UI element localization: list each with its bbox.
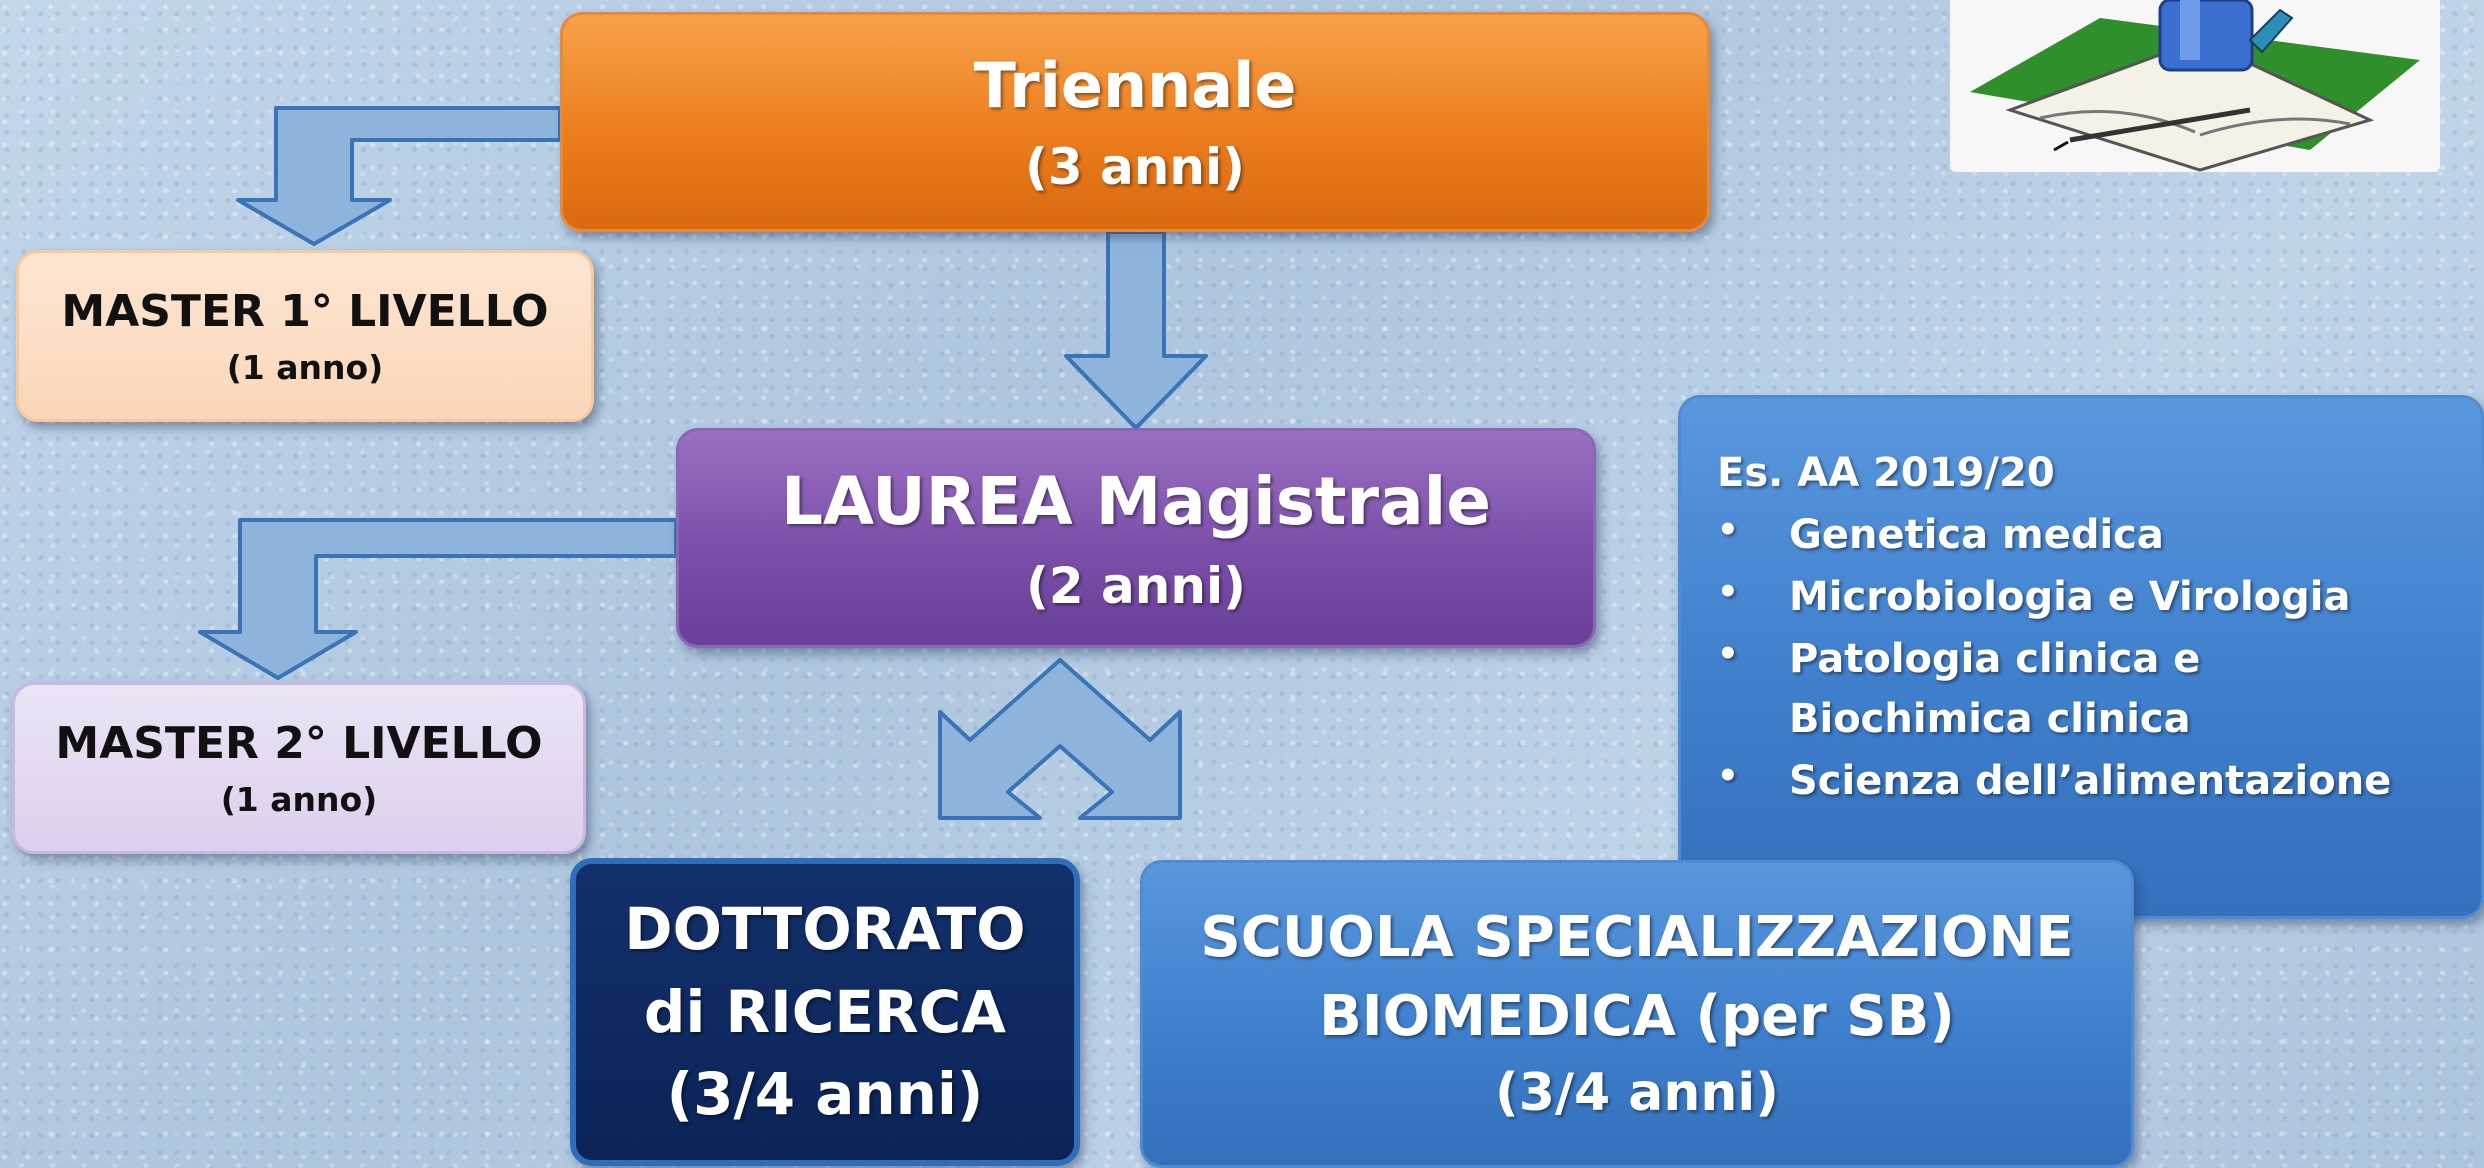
box-master-2-livello: MASTER 2° LIVELLO (1 anno) (12, 682, 586, 854)
dottorato-duration: (3/4 anni) (666, 1060, 984, 1129)
magistrale-title: LAUREA Magistrale (780, 462, 1492, 540)
bullet-icon: • (1717, 756, 1739, 796)
master2-duration: (1 anno) (220, 779, 378, 819)
list-item: • Scienza dell’alimentazione (1717, 750, 2391, 812)
list-item-label: Patologia clinica e (1789, 636, 2201, 682)
books-pen-illustration (1950, 0, 2440, 172)
box-triennale: Triennale (3 anni) (560, 12, 1710, 232)
scuola-title-line2: BIOMEDICA (per SB) (1319, 984, 1955, 1050)
box-master-1-livello: MASTER 1° LIVELLO (1 anno) (16, 250, 594, 422)
bullet-icon: • (1717, 510, 1739, 550)
list-item-label: Biochimica clinica (1789, 696, 2191, 742)
list-item-label: Scienza dell’alimentazione (1789, 758, 2392, 804)
bullet-icon: • (1717, 572, 1739, 612)
master1-duration: (1 anno) (226, 347, 384, 387)
arrow-triennale-to-master1 (236, 106, 562, 246)
dottorato-title-line1: DOTTORATO (624, 895, 1026, 964)
master1-title: MASTER 1° LIVELLO (61, 286, 549, 338)
scuola-title-line1: SCUOLA SPECIALIZZAZIONE (1200, 904, 2074, 970)
arrow-triennale-to-magistrale (1064, 230, 1208, 430)
arrow-magistrale-to-master2 (198, 518, 678, 680)
magistrale-duration: (2 anni) (1026, 556, 1246, 615)
list-item: • Patologia clinica e (1717, 628, 2391, 690)
list-item: • Genetica medica (1717, 504, 2391, 566)
list-item-continuation: Biochimica clinica (1717, 690, 2391, 750)
examples-heading: Es. AA 2019/20 (1717, 450, 2055, 496)
dottorato-title-line2: di RICERCA (643, 977, 1007, 1046)
list-item: • Microbiologia e Virologia (1717, 566, 2391, 628)
box-scuola-specializzazione: SCUOLA SPECIALIZZAZIONE BIOMEDICA (per S… (1140, 860, 2134, 1168)
box-examples-list: Es. AA 2019/20 • Genetica medica • Microbi… (1678, 395, 2484, 919)
triennale-title: Triennale (973, 48, 1297, 122)
bullet-icon: • (1717, 634, 1739, 674)
box-laurea-magistrale: LAUREA Magistrale (2 anni) (676, 428, 1596, 648)
scuola-duration: (3/4 anni) (1495, 1062, 1779, 1123)
box-dottorato-ricerca: DOTTORATO di RICERCA (3/4 anni) (570, 858, 1080, 1166)
arrow-magistrale-split (938, 658, 1182, 820)
list-item-label: Genetica medica (1789, 512, 2164, 558)
examples-list: • Genetica medica • Microbiologia e Virolo… (1717, 504, 2391, 812)
list-item-label: Microbiologia e Virologia (1789, 574, 2351, 620)
master2-title: MASTER 2° LIVELLO (55, 718, 543, 770)
triennale-duration: (3 anni) (1025, 137, 1245, 196)
